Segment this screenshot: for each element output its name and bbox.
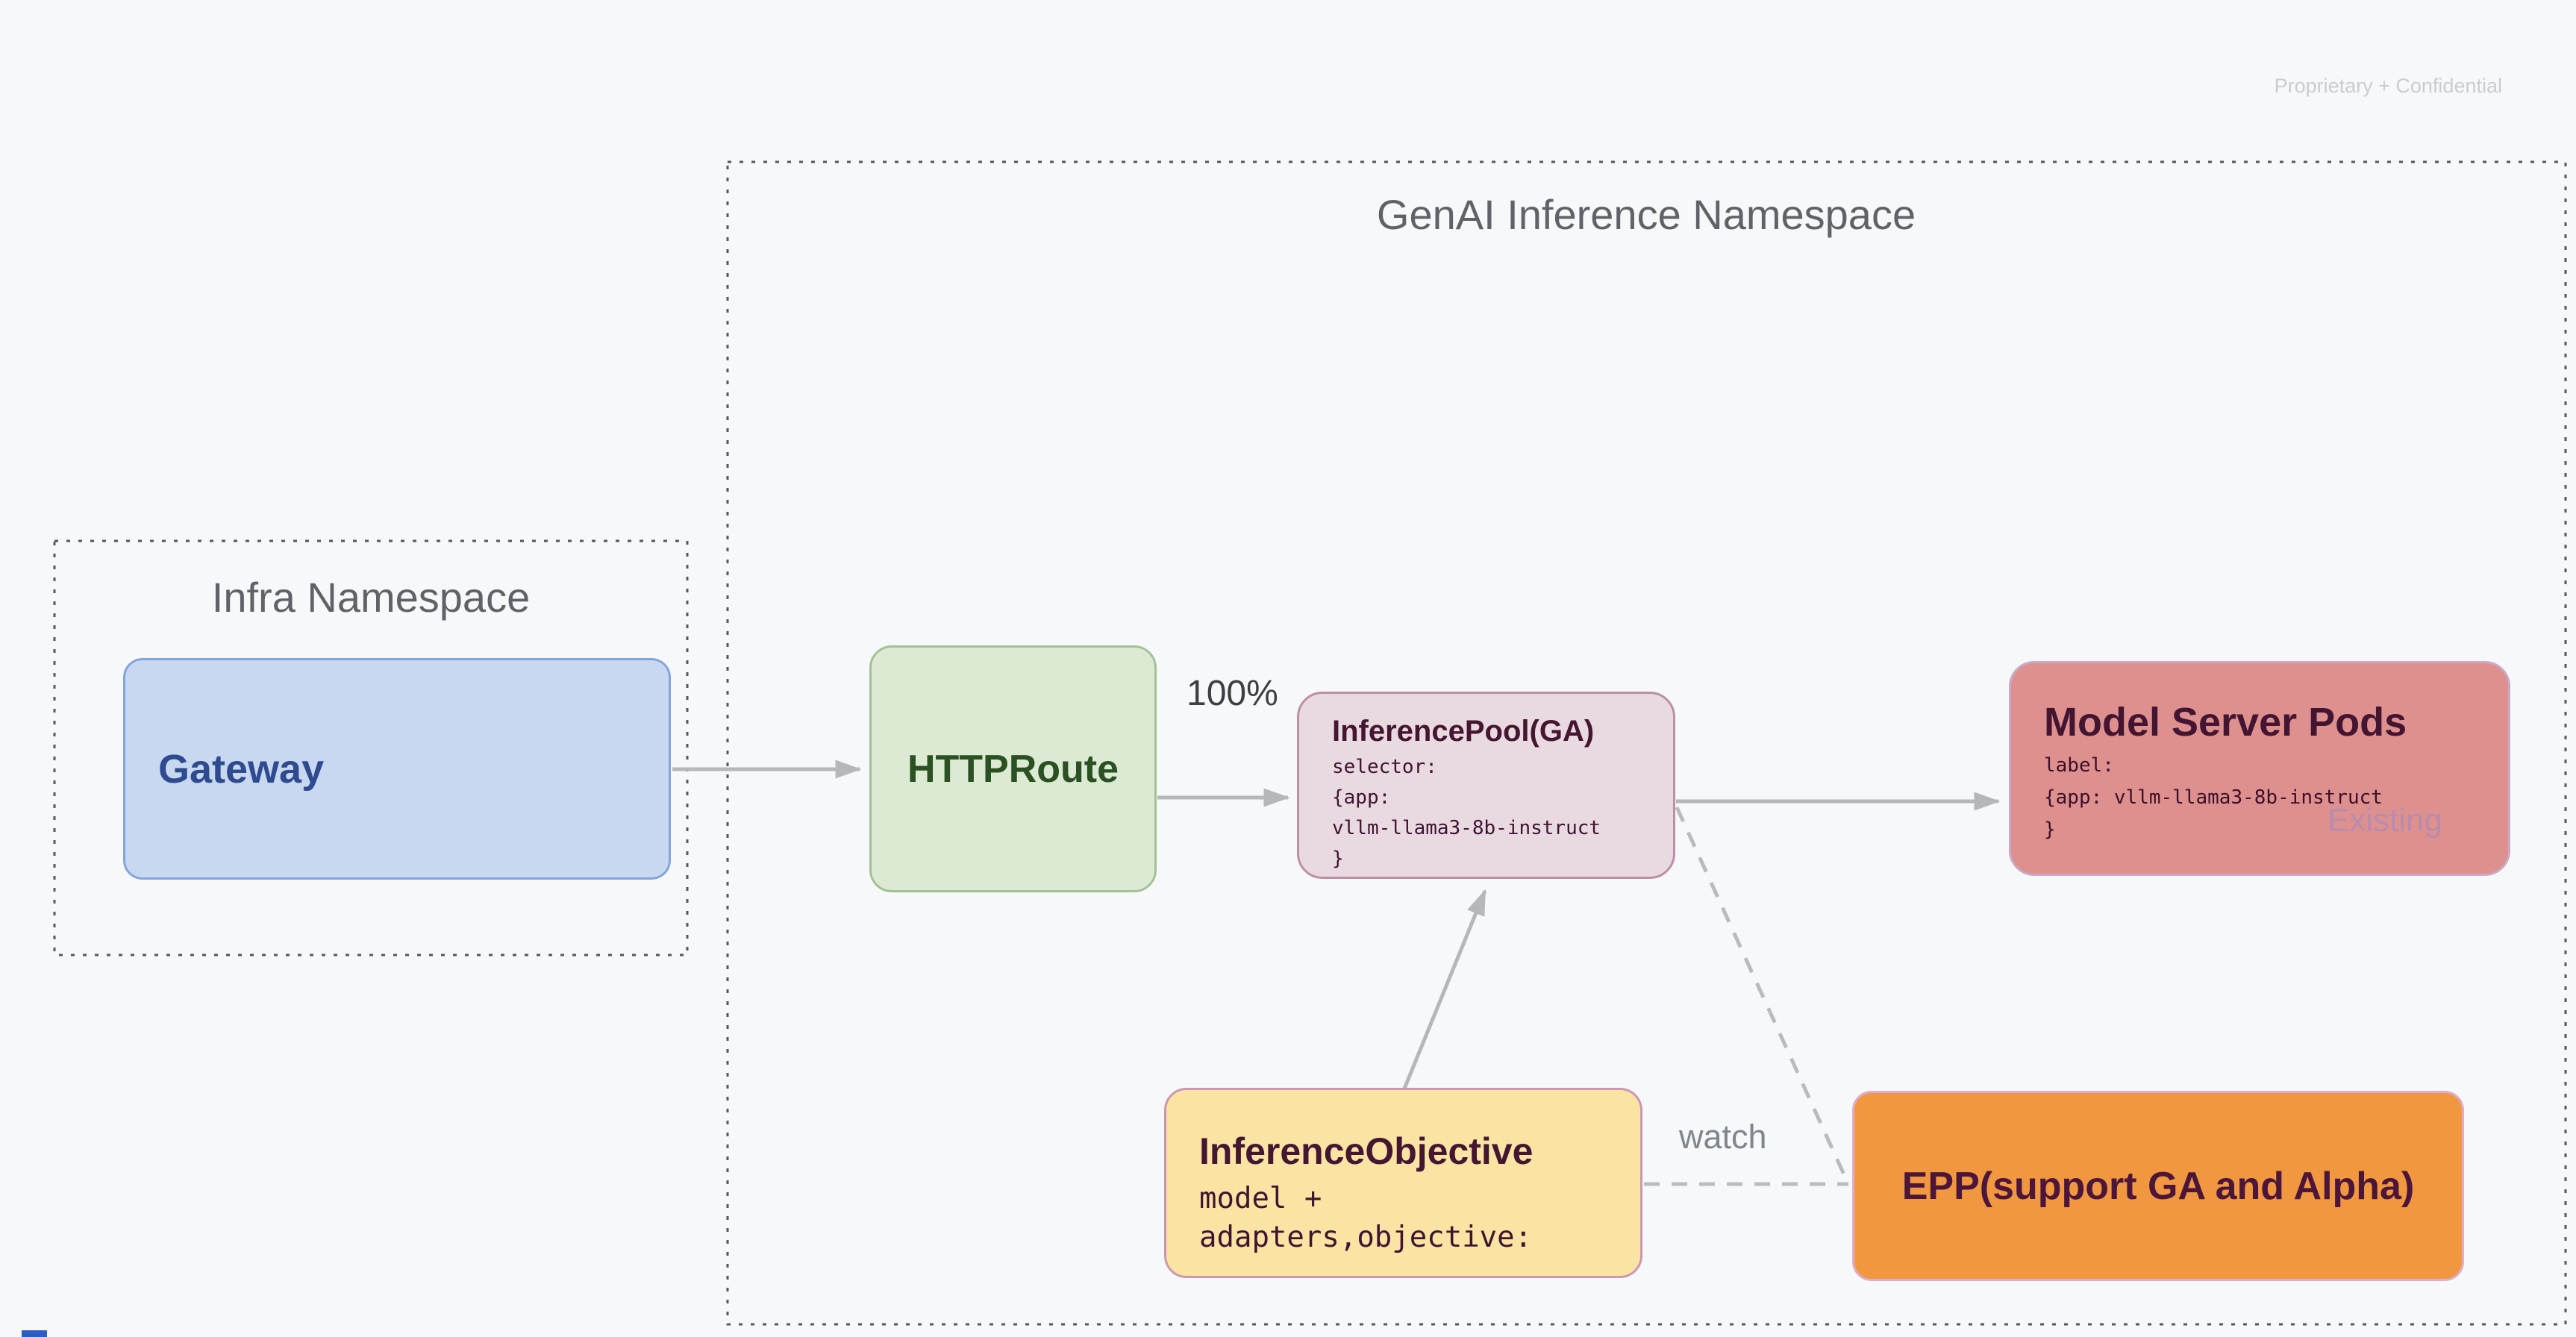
model-server-pods-label-code: label: {app: vllm-llama3-8b-instruct }: [2044, 754, 2383, 841]
gateway-node: Gateway: [123, 658, 671, 880]
edge-pool-to-epp-dashed: [1675, 806, 1850, 1184]
inference-pool-selector-code: selector: {app: vllm-llama3-8b-instruct …: [1332, 756, 1601, 870]
httproute-title: HTTPRoute: [907, 747, 1119, 791]
epp-title: EPP(support GA and Alpha): [1901, 1164, 2415, 1208]
inference-objective-code: model + adapters,objective:: [1199, 1182, 1533, 1254]
epp-node: EPP(support GA and Alpha): [1852, 1091, 2464, 1281]
inference-pool-node: InferencePool(GA) selector: {app: vllm-l…: [1297, 692, 1675, 879]
infra-namespace-border: [53, 539, 689, 956]
genai-namespace-title: GenAI Inference Namespace: [1376, 191, 1916, 238]
gateway-title: Gateway: [158, 746, 325, 792]
inference-objective-node: InferenceObjective model + adapters,obje…: [1164, 1088, 1642, 1278]
confidentiality-watermark: Proprietary + Confidential: [2274, 75, 2502, 97]
watch-label: watch: [1679, 1118, 1767, 1156]
httproute-node: HTTPRoute: [869, 645, 1157, 892]
inference-objective-title: InferenceObjective: [1199, 1130, 1534, 1172]
model-server-pods-node: Model Server Pods label: {app: vllm-llam…: [2009, 661, 2510, 876]
inference-pool-title: InferencePool(GA): [1332, 715, 1595, 748]
infra-namespace-title: Infra Namespace: [211, 574, 531, 621]
existing-badge: Existing: [2327, 802, 2442, 839]
slide-corner-accent: [22, 1330, 47, 1337]
genai-namespace-border: [726, 160, 2567, 1326]
model-server-pods-title: Model Server Pods: [2044, 700, 2407, 745]
traffic-percentage-label: 100%: [1187, 674, 1278, 713]
edge-objective-to-pool: [1402, 889, 1487, 1089]
